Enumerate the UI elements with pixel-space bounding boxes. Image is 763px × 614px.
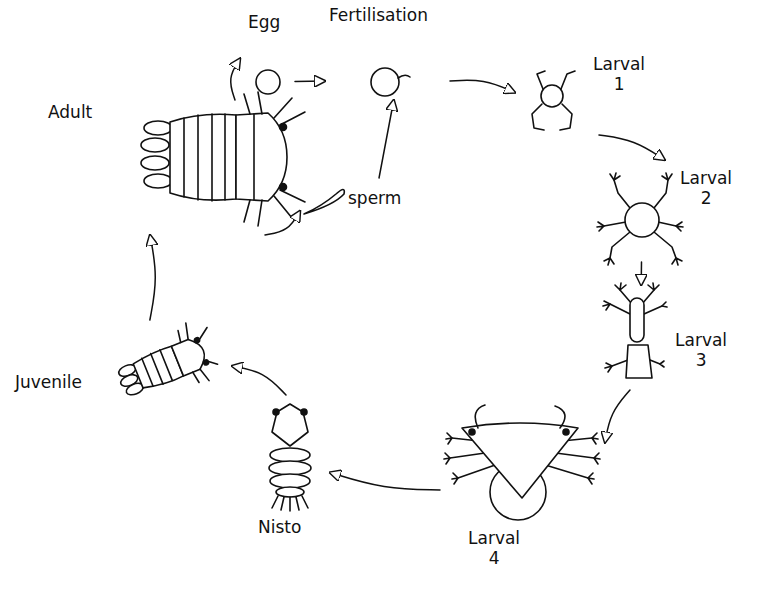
larva-three-drawing bbox=[630, 298, 644, 342]
stage-label: Adult bbox=[48, 102, 92, 122]
larva-three-drawing bbox=[603, 301, 610, 310]
stage-label: Juvenile bbox=[15, 372, 82, 392]
larva-one-drawing bbox=[532, 71, 575, 130]
larva-two-drawing bbox=[676, 222, 683, 231]
nisto-drawing bbox=[272, 404, 308, 446]
adult-lobster-drawing bbox=[253, 114, 255, 200]
larva-four-drawing bbox=[444, 453, 450, 464]
cycle-arrow bbox=[330, 473, 440, 491]
sperm-drawing bbox=[304, 190, 344, 215]
nisto-drawing bbox=[273, 409, 279, 415]
egg-drawing bbox=[256, 70, 280, 94]
larva-one-drawing bbox=[532, 104, 572, 130]
stage-node: Fertilisation bbox=[325, 5, 450, 100]
nisto-drawing bbox=[269, 404, 311, 511]
sperm-drawing bbox=[304, 190, 344, 215]
larva-three-drawing bbox=[605, 363, 612, 372]
cycle-arrow bbox=[295, 80, 325, 82]
cycle-arrow bbox=[232, 366, 286, 395]
stage-node: Egg bbox=[240, 8, 295, 100]
larva-two-drawing bbox=[662, 173, 672, 180]
nisto-drawing bbox=[269, 461, 311, 475]
larva-two-drawing bbox=[672, 258, 682, 265]
larva-three-drawing bbox=[626, 345, 652, 378]
juvenile-lobster-drawing bbox=[190, 357, 222, 385]
juvenile-lobster-drawing bbox=[109, 316, 226, 411]
adult-lobster-drawing bbox=[244, 92, 305, 125]
adult-lobster-drawing bbox=[144, 121, 172, 135]
cycle-arrow bbox=[640, 262, 642, 285]
fertilised-egg-drawing bbox=[398, 75, 410, 78]
larva-four-drawing bbox=[452, 473, 458, 484]
larva-three-drawing bbox=[660, 361, 664, 367]
larva-one-drawing bbox=[541, 85, 563, 107]
stage-node: Larval 3 bbox=[595, 285, 735, 390]
cycle-arrow bbox=[605, 390, 630, 443]
stage-label: Fertilisation bbox=[329, 5, 428, 25]
stage-node: Larval 2 bbox=[595, 160, 750, 262]
adult-lobster-drawing bbox=[170, 114, 236, 200]
adult-lobster-drawing bbox=[236, 113, 287, 201]
cycle-arrow bbox=[599, 135, 665, 160]
fertilised-egg-drawing bbox=[371, 68, 410, 96]
stage-label: Egg bbox=[248, 12, 280, 32]
cycle-arrow bbox=[379, 100, 394, 178]
stage-label: Nisto bbox=[258, 517, 301, 537]
stage-label: Larval 4 bbox=[468, 528, 520, 569]
larva-four-drawing bbox=[446, 433, 452, 444]
adult-lobster-drawing bbox=[141, 156, 169, 170]
cycle-arrow bbox=[231, 59, 240, 100]
stage-node: Adult bbox=[40, 100, 290, 235]
larva-four-drawing bbox=[475, 405, 565, 428]
stage-label: Larval 3 bbox=[675, 330, 727, 371]
larva-one-drawing bbox=[537, 71, 575, 89]
juvenile-lobster-drawing bbox=[175, 316, 211, 348]
stage-node: Juvenile bbox=[10, 320, 232, 412]
larva-three-drawing bbox=[615, 283, 626, 290]
larva-three-drawing bbox=[648, 283, 659, 290]
larva-four-drawing bbox=[469, 429, 475, 435]
stage-node: Nisto bbox=[250, 395, 330, 550]
stage-label: sperm bbox=[348, 188, 401, 208]
larva-two-drawing bbox=[610, 173, 620, 180]
fertilised-egg-drawing bbox=[371, 68, 399, 96]
adult-lobster-drawing bbox=[144, 174, 172, 188]
adult-lobster-drawing bbox=[141, 138, 169, 152]
larva-four-drawing bbox=[592, 433, 598, 444]
larva-two-drawing bbox=[625, 203, 659, 237]
cycle-arrow bbox=[450, 80, 515, 92]
larva-two-drawing bbox=[597, 222, 604, 231]
egg-drawing bbox=[256, 70, 280, 94]
stage-label: Larval 1 bbox=[593, 54, 645, 95]
larva-four-drawing bbox=[462, 423, 578, 498]
larva-two-drawing bbox=[604, 258, 614, 265]
larva-four-drawing bbox=[588, 473, 594, 484]
adult-lobster-drawing bbox=[141, 92, 305, 226]
adult-lobster-drawing bbox=[184, 114, 225, 201]
larva-three-drawing bbox=[603, 283, 667, 378]
stage-node: sperm bbox=[300, 178, 405, 225]
stage-node: Larval 4 bbox=[440, 395, 605, 585]
juvenile-lobster-drawing bbox=[171, 336, 209, 376]
nisto-drawing bbox=[301, 409, 307, 415]
nisto-drawing bbox=[270, 448, 310, 462]
cycle-arrow bbox=[150, 235, 155, 320]
nisto-drawing bbox=[270, 474, 310, 488]
adult-lobster-drawing bbox=[244, 190, 305, 226]
larva-four-drawing bbox=[563, 429, 569, 435]
larva-three-drawing bbox=[662, 302, 667, 307]
juvenile-lobster-drawing bbox=[141, 350, 172, 388]
nisto-drawing bbox=[276, 487, 304, 497]
cycle-arrow bbox=[265, 211, 300, 235]
larva-four-drawing bbox=[444, 405, 600, 520]
larva-two-drawing bbox=[597, 173, 683, 265]
stage-node: Larval 1 bbox=[515, 50, 655, 135]
larva-four-drawing bbox=[594, 453, 600, 464]
nisto-drawing bbox=[272, 496, 308, 511]
stage-label: Larval 2 bbox=[680, 168, 732, 209]
